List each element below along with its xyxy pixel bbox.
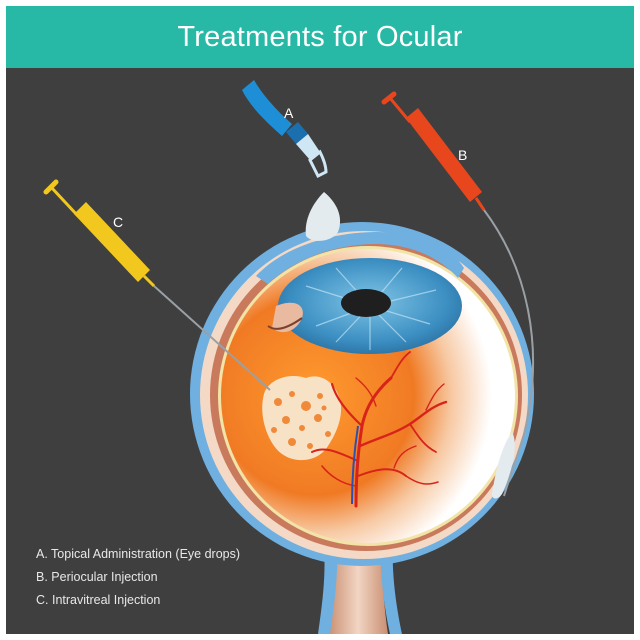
lens-edge (267, 317, 303, 330)
pupil (341, 289, 391, 317)
retinal-vessels (311, 351, 448, 508)
infographic-frame: Treatments for Ocular (6, 6, 634, 634)
syringe-c (43, 179, 271, 391)
ciliary-body (272, 302, 303, 333)
syringe-b (381, 91, 534, 499)
retinal-vein (351, 425, 359, 505)
legend-item-a: A. Topical Administration (Eye drops) (36, 547, 241, 561)
label-a: A (284, 105, 294, 121)
legend: A. Topical Administration (Eye drops) B.… (36, 543, 240, 612)
legend-item-b: B. Periocular Injection (36, 570, 158, 584)
title-banner: Treatments for Ocular (6, 6, 634, 68)
eye-illustration (43, 80, 534, 634)
page-title: Treatments for Ocular (177, 20, 463, 53)
label-b: B (458, 147, 468, 163)
cornea (256, 232, 464, 284)
label-c: C (113, 214, 124, 230)
lesion-area (262, 375, 342, 461)
legend-item-c: C. Intravitreal Injection (36, 593, 161, 607)
eye-dropper-a (242, 80, 341, 241)
